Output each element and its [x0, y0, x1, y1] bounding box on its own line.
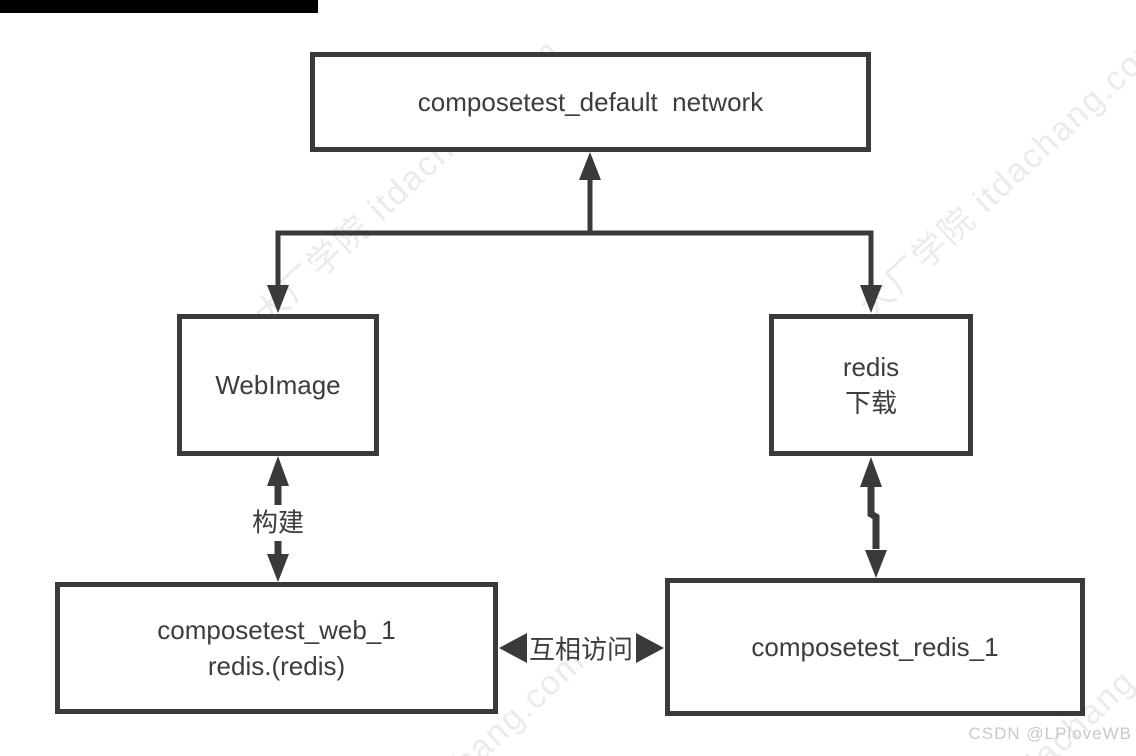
arrowhead-up-redis-icon	[860, 457, 882, 487]
arrowhead-down-build-icon	[267, 554, 289, 582]
arrowhead-right-access-icon	[636, 633, 664, 663]
node-web-container-label-line2: redis.(redis)	[207, 651, 346, 681]
node-redis-container-label: composetest_redis_1	[751, 632, 999, 662]
arrowhead-up-network-icon	[579, 152, 601, 180]
node-redis-image: redis 下载	[769, 314, 973, 456]
arrowhead-down-redis-icon	[865, 550, 887, 578]
node-network-label: composetest_default network	[417, 87, 764, 117]
node-redis-image-label-line2: 下载	[844, 388, 897, 418]
node-web-container: composetest_web_1 redis.(redis)	[55, 582, 498, 714]
edge-label-mutual-access: 互相访问	[528, 634, 634, 665]
arrowhead-left-access-icon	[499, 633, 527, 663]
node-web-container-label-line1: composetest_web_1	[157, 615, 396, 645]
arrowhead-up-build-icon	[267, 456, 289, 486]
csdn-credit: CSDN @LPloveWB	[968, 724, 1132, 743]
node-redis-container: composetest_redis_1	[665, 578, 1085, 716]
top-black-bar	[0, 0, 318, 13]
node-web-image-label: WebImage	[215, 370, 341, 400]
node-redis-image-label-line1: redis	[842, 352, 900, 382]
node-web-image: WebImage	[177, 314, 379, 456]
edge-label-build: 构建	[251, 507, 305, 538]
branch-connector-line	[275, 230, 874, 285]
watermark-text: 大厂学院 itdachang.com	[852, 23, 1136, 326]
redis-arrow-shaft	[867, 485, 880, 549]
arrowhead-down-redisimage-icon	[860, 285, 882, 313]
node-network: composetest_default network	[310, 52, 871, 152]
arrowhead-down-webimage-icon	[267, 285, 289, 313]
